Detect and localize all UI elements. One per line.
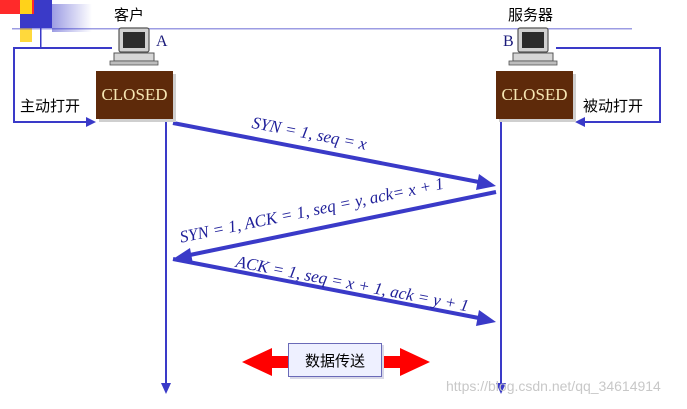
syn-arrow	[172, 121, 496, 190]
server-state-box: CLOSED	[496, 71, 573, 119]
computer-icon	[508, 27, 558, 66]
watermark-text: https://blog.csdn.net/qq_34614914	[446, 378, 661, 394]
ack-arrow	[172, 257, 496, 326]
client-state-box: CLOSED	[96, 71, 173, 119]
client-title: 客户	[114, 6, 145, 24]
data-transfer-box: 数据传送	[288, 343, 382, 377]
passive-open-loop	[556, 47, 661, 127]
computer-icon	[109, 27, 159, 66]
corner-decoration	[0, 0, 632, 48]
server-letter: B	[503, 33, 514, 50]
active-open-loop	[13, 47, 112, 127]
active-open-label: 主动打开	[20, 97, 81, 115]
server-timeline	[496, 120, 506, 394]
passive-open-label: 被动打开	[583, 97, 644, 115]
client-timeline	[161, 120, 171, 394]
client-letter: A	[156, 33, 168, 50]
server-title: 服务器	[508, 6, 554, 24]
